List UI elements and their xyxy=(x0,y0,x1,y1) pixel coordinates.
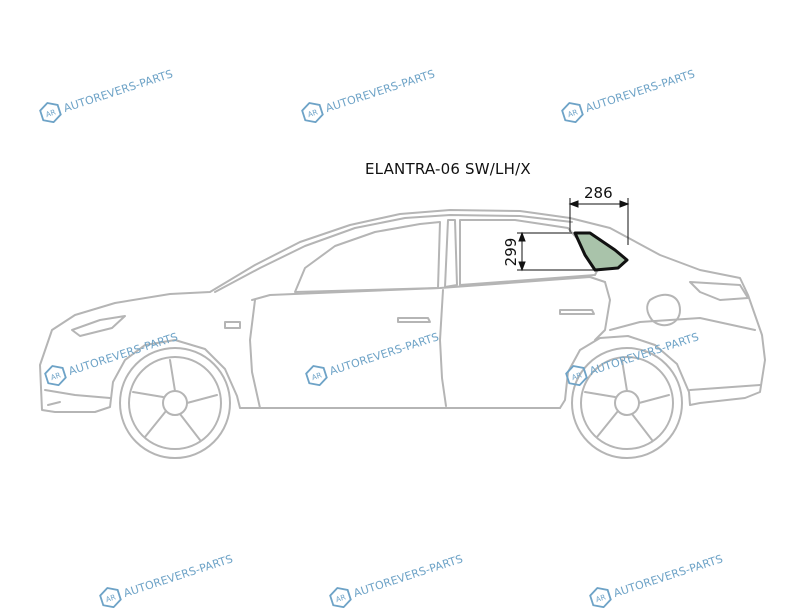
svg-text:AR: AR xyxy=(44,107,56,119)
autorevers-logo-icon: AR xyxy=(305,365,328,387)
diagram-title: ELANTRA-06 SW/LH/X xyxy=(365,160,531,178)
width-dimension-label: 286 xyxy=(584,184,613,202)
autorevers-logo-icon: AR xyxy=(39,102,62,124)
svg-text:AR: AR xyxy=(594,592,606,604)
autorevers-logo-icon: AR xyxy=(565,365,588,387)
watermark: AR AUTOREVERS-PARTS xyxy=(37,63,176,127)
svg-text:AR: AR xyxy=(306,107,318,119)
autorevers-logo-icon: AR xyxy=(44,365,67,387)
watermark: AR AUTOREVERS-PARTS xyxy=(559,63,698,127)
svg-text:AR: AR xyxy=(310,370,322,382)
watermark: AR AUTOREVERS-PARTS xyxy=(42,326,181,390)
svg-text:AR: AR xyxy=(334,592,346,604)
dimension-lines xyxy=(517,198,630,272)
autorevers-logo-icon: AR xyxy=(301,102,324,124)
car-body-outline xyxy=(39,209,766,459)
height-dimension-label: 299 xyxy=(502,237,520,267)
watermark: AR AUTOREVERS-PARTS xyxy=(303,326,442,390)
svg-text:AR: AR xyxy=(566,107,578,119)
watermark: AR AUTOREVERS-PARTS xyxy=(563,326,702,390)
svg-text:AR: AR xyxy=(570,370,582,382)
autorevers-logo-icon: AR xyxy=(561,102,584,124)
watermark: AR AUTOREVERS-PARTS xyxy=(299,63,438,127)
quarter-glass-part xyxy=(573,231,629,272)
svg-text:AR: AR xyxy=(49,370,61,382)
svg-text:AR: AR xyxy=(104,592,116,604)
